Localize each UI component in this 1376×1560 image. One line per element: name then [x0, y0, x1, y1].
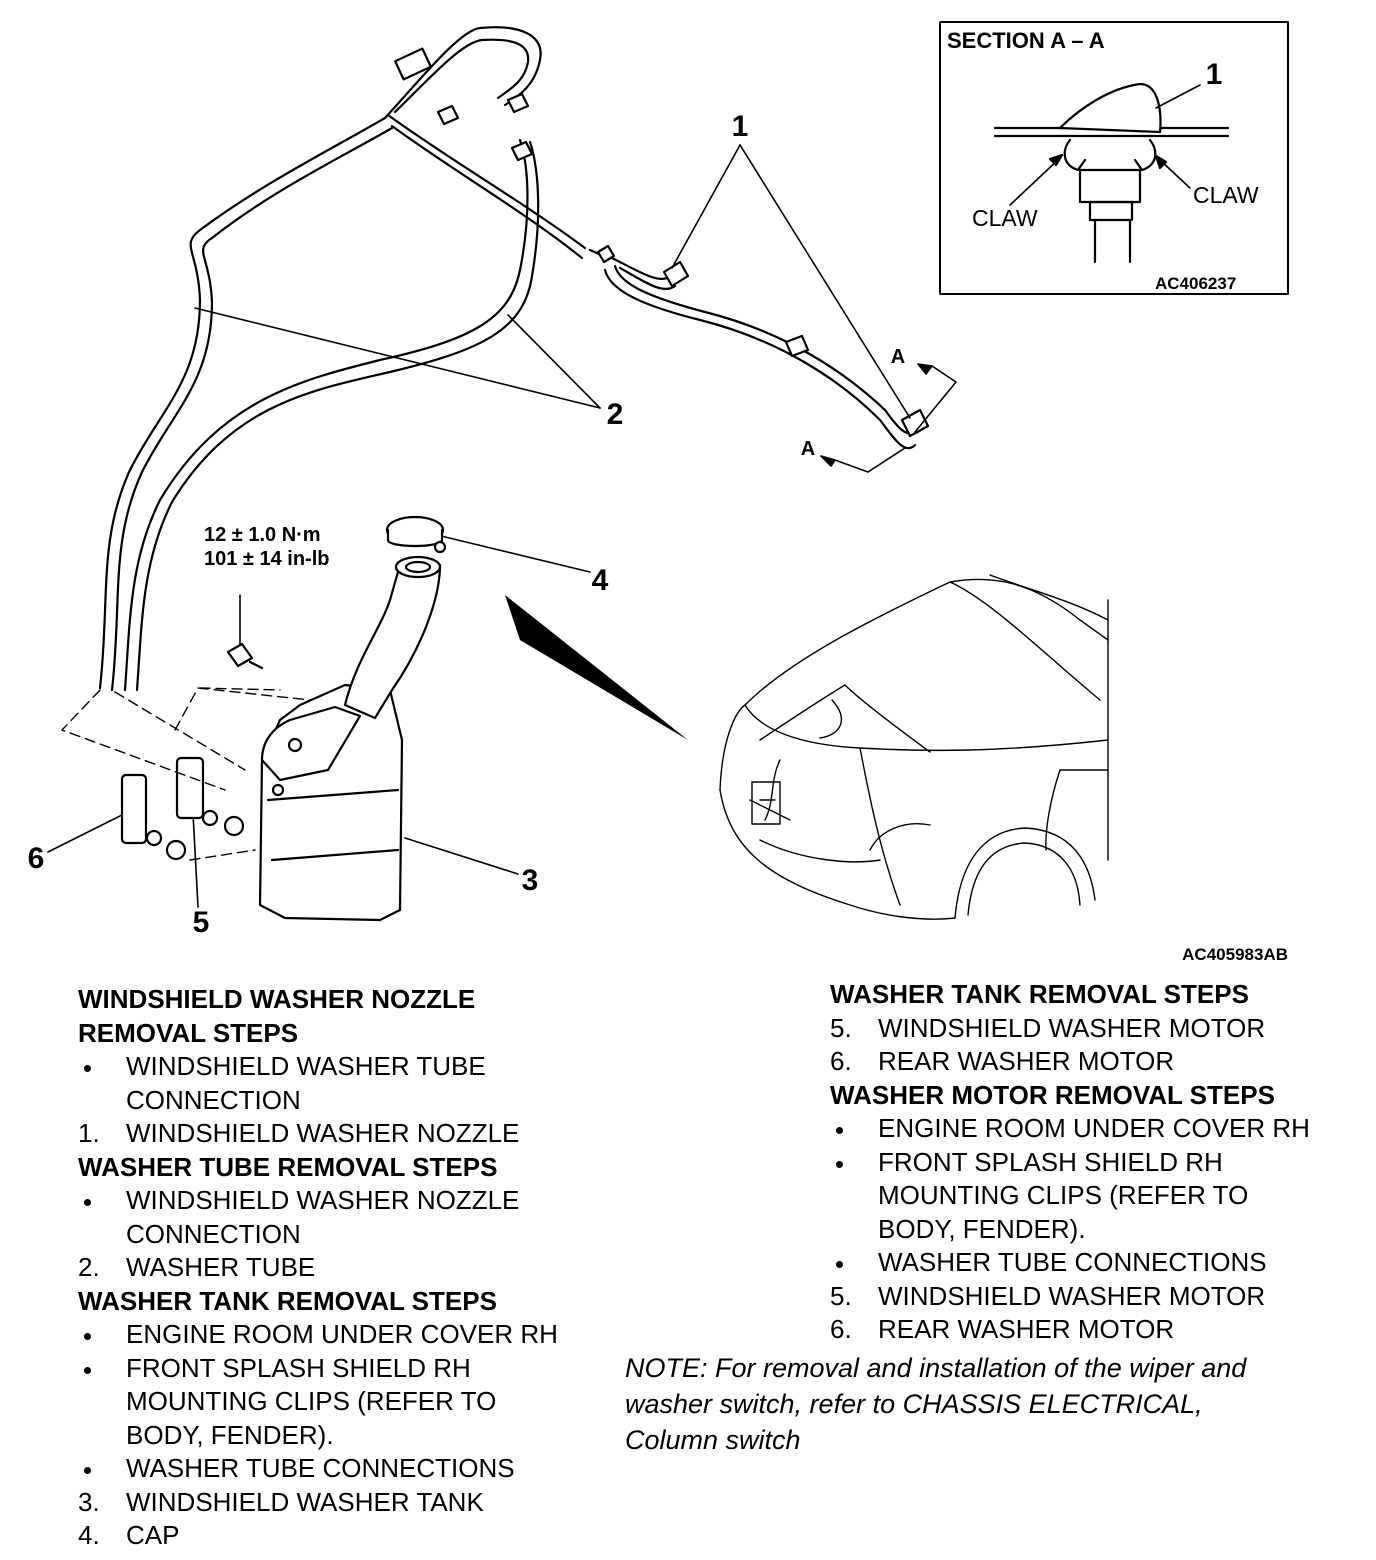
left-steps-column: WINDSHIELD WASHER NOZZLE REMOVAL STEPS W…	[78, 983, 618, 1553]
step-text: MOUNTING CLIPS (REFER TO	[126, 1386, 497, 1416]
step-item: 6. REAR WASHER MOTOR	[830, 1313, 1360, 1347]
step-number: 2.	[78, 1252, 100, 1282]
step-number: 6.	[830, 1046, 852, 1076]
nozzle-heading-line2: REMOVAL STEPS	[78, 1017, 299, 1048]
section-marker-a-top: A	[891, 346, 905, 368]
inset-title: SECTION A – A	[947, 28, 1105, 53]
figure-code: AC405983AB	[1182, 945, 1288, 964]
inset-callout-1: 1	[1206, 58, 1223, 91]
step-number: 3.	[78, 1486, 100, 1517]
step-text: ENGINE ROOM UNDER COVER RH	[878, 1113, 1310, 1143]
callout-6: 6	[28, 842, 45, 875]
callout-3: 3	[522, 864, 539, 897]
step-text: WASHER TUBE CONNECTIONS	[878, 1247, 1267, 1277]
nozzle-heading: WINDSHIELD WASHER NOZZLE	[78, 984, 476, 1014]
step-item: ENGINE ROOM UNDER COVER RH	[78, 1318, 618, 1352]
step-text: REAR WASHER MOTOR	[878, 1314, 1175, 1344]
step-item: 5. WINDSHIELD WASHER MOTOR	[830, 1280, 1360, 1314]
tube-heading: WASHER TUBE REMOVAL STEPS	[78, 1151, 498, 1182]
step-item: 6. REAR WASHER MOTOR	[830, 1045, 1360, 1079]
exploded-parts-diagram: 1 2 3 4 5 6 A A 12 ± 1.0 N·m 101 ± 14 in…	[28, 21, 1289, 964]
step-number: 5.	[830, 1012, 852, 1043]
callout-2: 2	[607, 398, 624, 431]
washer-motors	[120, 756, 245, 861]
note-block: NOTE: For removal and installation of th…	[625, 1350, 1355, 1458]
inset-code: AC406237	[1155, 274, 1236, 293]
step-text: REAR WASHER MOTOR	[878, 1046, 1175, 1076]
step-text: WINDSHIELD WASHER MOTOR	[878, 1280, 1266, 1311]
step-text: FRONT SPLASH SHIELD RH	[878, 1146, 1223, 1177]
step-item: WASHER TUBE CONNECTIONS	[830, 1246, 1360, 1280]
step-item: 4. CAP	[78, 1519, 618, 1553]
step-text: ENGINE ROOM UNDER COVER RH	[126, 1319, 558, 1349]
step-item: WASHER TUBE CONNECTIONS	[78, 1452, 618, 1486]
step-text: WINDSHIELD WASHER NOZZLE	[126, 1118, 520, 1148]
torque-imperial: 101 ± 14 in-lb	[204, 548, 329, 570]
step-text: FRONT SPLASH SHIELD RH	[126, 1352, 471, 1383]
step-text: WINDSHIELD WASHER TUBE	[126, 1051, 486, 1081]
washer-tank	[258, 555, 442, 922]
step-text: BODY, FENDER).	[126, 1419, 334, 1450]
inset-claw-left: CLAW	[972, 205, 1038, 231]
section-inset	[939, 21, 1289, 295]
car-illustration	[719, 574, 1109, 920]
tube-clips	[394, 47, 810, 358]
step-number: 6.	[830, 1314, 852, 1344]
step-item: 3. WINDSHIELD WASHER TANK	[78, 1486, 618, 1520]
step-text: CONNECTION	[126, 1218, 301, 1249]
step-text: MOUNTING CLIPS (REFER TO	[878, 1180, 1249, 1210]
explode-lines	[61, 687, 311, 861]
tank-heading: WASHER TANK REMOVAL STEPS	[830, 979, 1249, 1009]
step-item: ENGINE ROOM UNDER COVER RH	[830, 1112, 1360, 1146]
step-text: WINDSHIELD WASHER NOZZLE	[126, 1185, 520, 1215]
step-item: 1. WINDSHIELD WASHER NOZZLE	[78, 1117, 618, 1151]
step-text: CAP	[126, 1520, 180, 1550]
washer-tube	[98, 26, 920, 692]
motor-heading: WASHER MOTOR REMOVAL STEPS	[830, 1079, 1275, 1110]
note-text: NOTE: For removal and installation of th…	[625, 1353, 1247, 1383]
step-item: FRONT SPLASH SHIELD RH MOUNTING CLIPS (R…	[78, 1352, 618, 1453]
callout-5: 5	[193, 906, 210, 939]
note-text: Column switch	[625, 1425, 801, 1455]
section-marker-a-bottom: A	[801, 438, 815, 460]
step-item: WINDSHIELD WASHER NOZZLE CONNECTION	[78, 1184, 618, 1251]
step-text: CONNECTION	[126, 1084, 301, 1115]
note-text: washer switch, refer to CHASSIS ELECTRIC…	[625, 1389, 1203, 1419]
step-item: WINDSHIELD WASHER TUBE CONNECTION	[78, 1050, 618, 1117]
right-steps-column: WASHER TANK REMOVAL STEPS 5. WINDSHIELD …	[830, 978, 1360, 1347]
step-item: 5. WINDSHIELD WASHER MOTOR	[830, 1012, 1360, 1046]
step-text: WINDSHIELD WASHER MOTOR	[878, 1012, 1266, 1043]
callout-4: 4	[592, 564, 609, 597]
callout-1: 1	[732, 110, 749, 143]
step-text: WASHER TUBE CONNECTIONS	[126, 1453, 515, 1483]
inset-claw-right: CLAW	[1193, 182, 1259, 208]
step-text: WASHER TUBE	[126, 1252, 316, 1282]
tank-heading: WASHER TANK REMOVAL STEPS	[78, 1285, 497, 1316]
step-number: 1.	[78, 1118, 100, 1148]
torque-metric: 12 ± 1.0 N·m	[204, 524, 321, 546]
tank-bolt	[226, 642, 264, 670]
step-number: 4.	[78, 1520, 100, 1550]
view-arrow	[505, 595, 688, 740]
step-text: WINDSHIELD WASHER TANK	[126, 1486, 484, 1517]
step-item: FRONT SPLASH SHIELD RH MOUNTING CLIPS (R…	[830, 1146, 1360, 1247]
step-text: BODY, FENDER).	[878, 1213, 1086, 1244]
step-number: 5.	[830, 1280, 852, 1311]
tank-cap	[385, 515, 447, 554]
step-item: 2. WASHER TUBE	[78, 1251, 618, 1285]
